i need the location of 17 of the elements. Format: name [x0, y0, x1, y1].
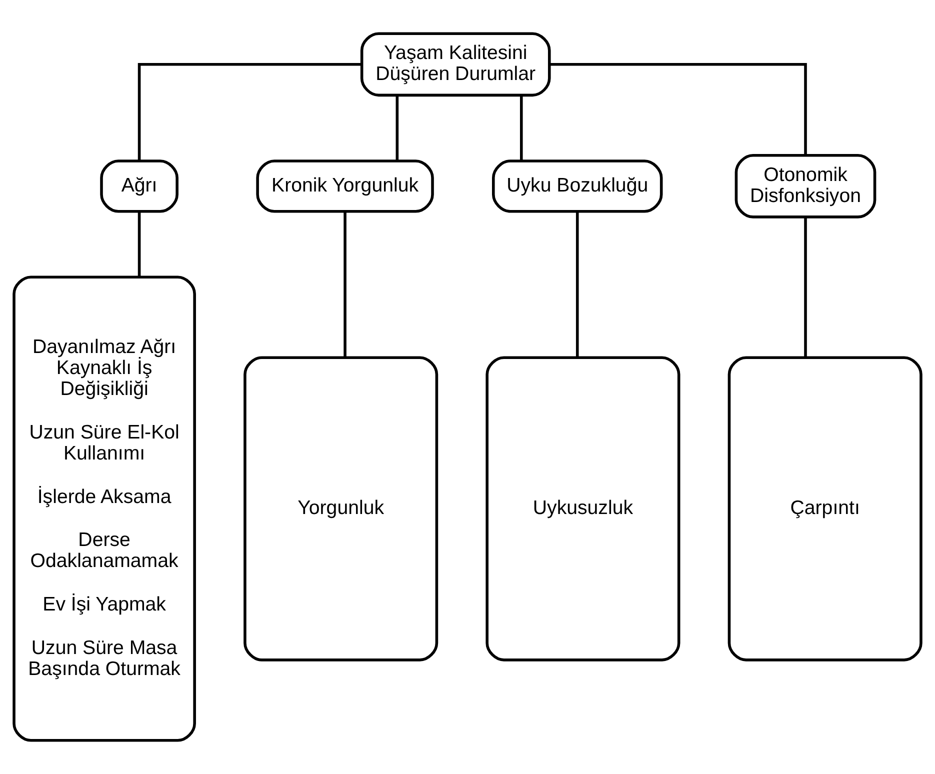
node-box: Otonomik Disfonksiyon	[734, 154, 876, 218]
connector	[550, 63, 807, 155]
connector	[804, 217, 807, 358]
connector	[520, 96, 523, 161]
connector	[344, 211, 346, 358]
node-box: Yaşam Kalitesini Düşüren Durumlar	[360, 32, 551, 97]
connector	[396, 96, 399, 161]
connector	[138, 63, 362, 161]
node-box: Uykusuzluk	[486, 356, 680, 662]
node-box: Ağrı	[100, 160, 178, 213]
node-box: Çarpıntı	[728, 356, 922, 662]
node-box: Uyku Bozukluğu	[492, 160, 663, 213]
node-box: Kronik Yorgunluk	[256, 160, 434, 213]
connector	[138, 211, 141, 277]
connector	[576, 211, 579, 358]
node-box: Yorgunluk	[244, 356, 438, 662]
node-box: Dayanılmaz Ağrı Kaynaklı İş Değişikliği Uzun Süre El-Kol Kullanımı İşlerde Aksama Derse Odaklanamamak Ev İşi Yapmak Uzun Süre Masa Başında Oturmak	[12, 276, 196, 742]
